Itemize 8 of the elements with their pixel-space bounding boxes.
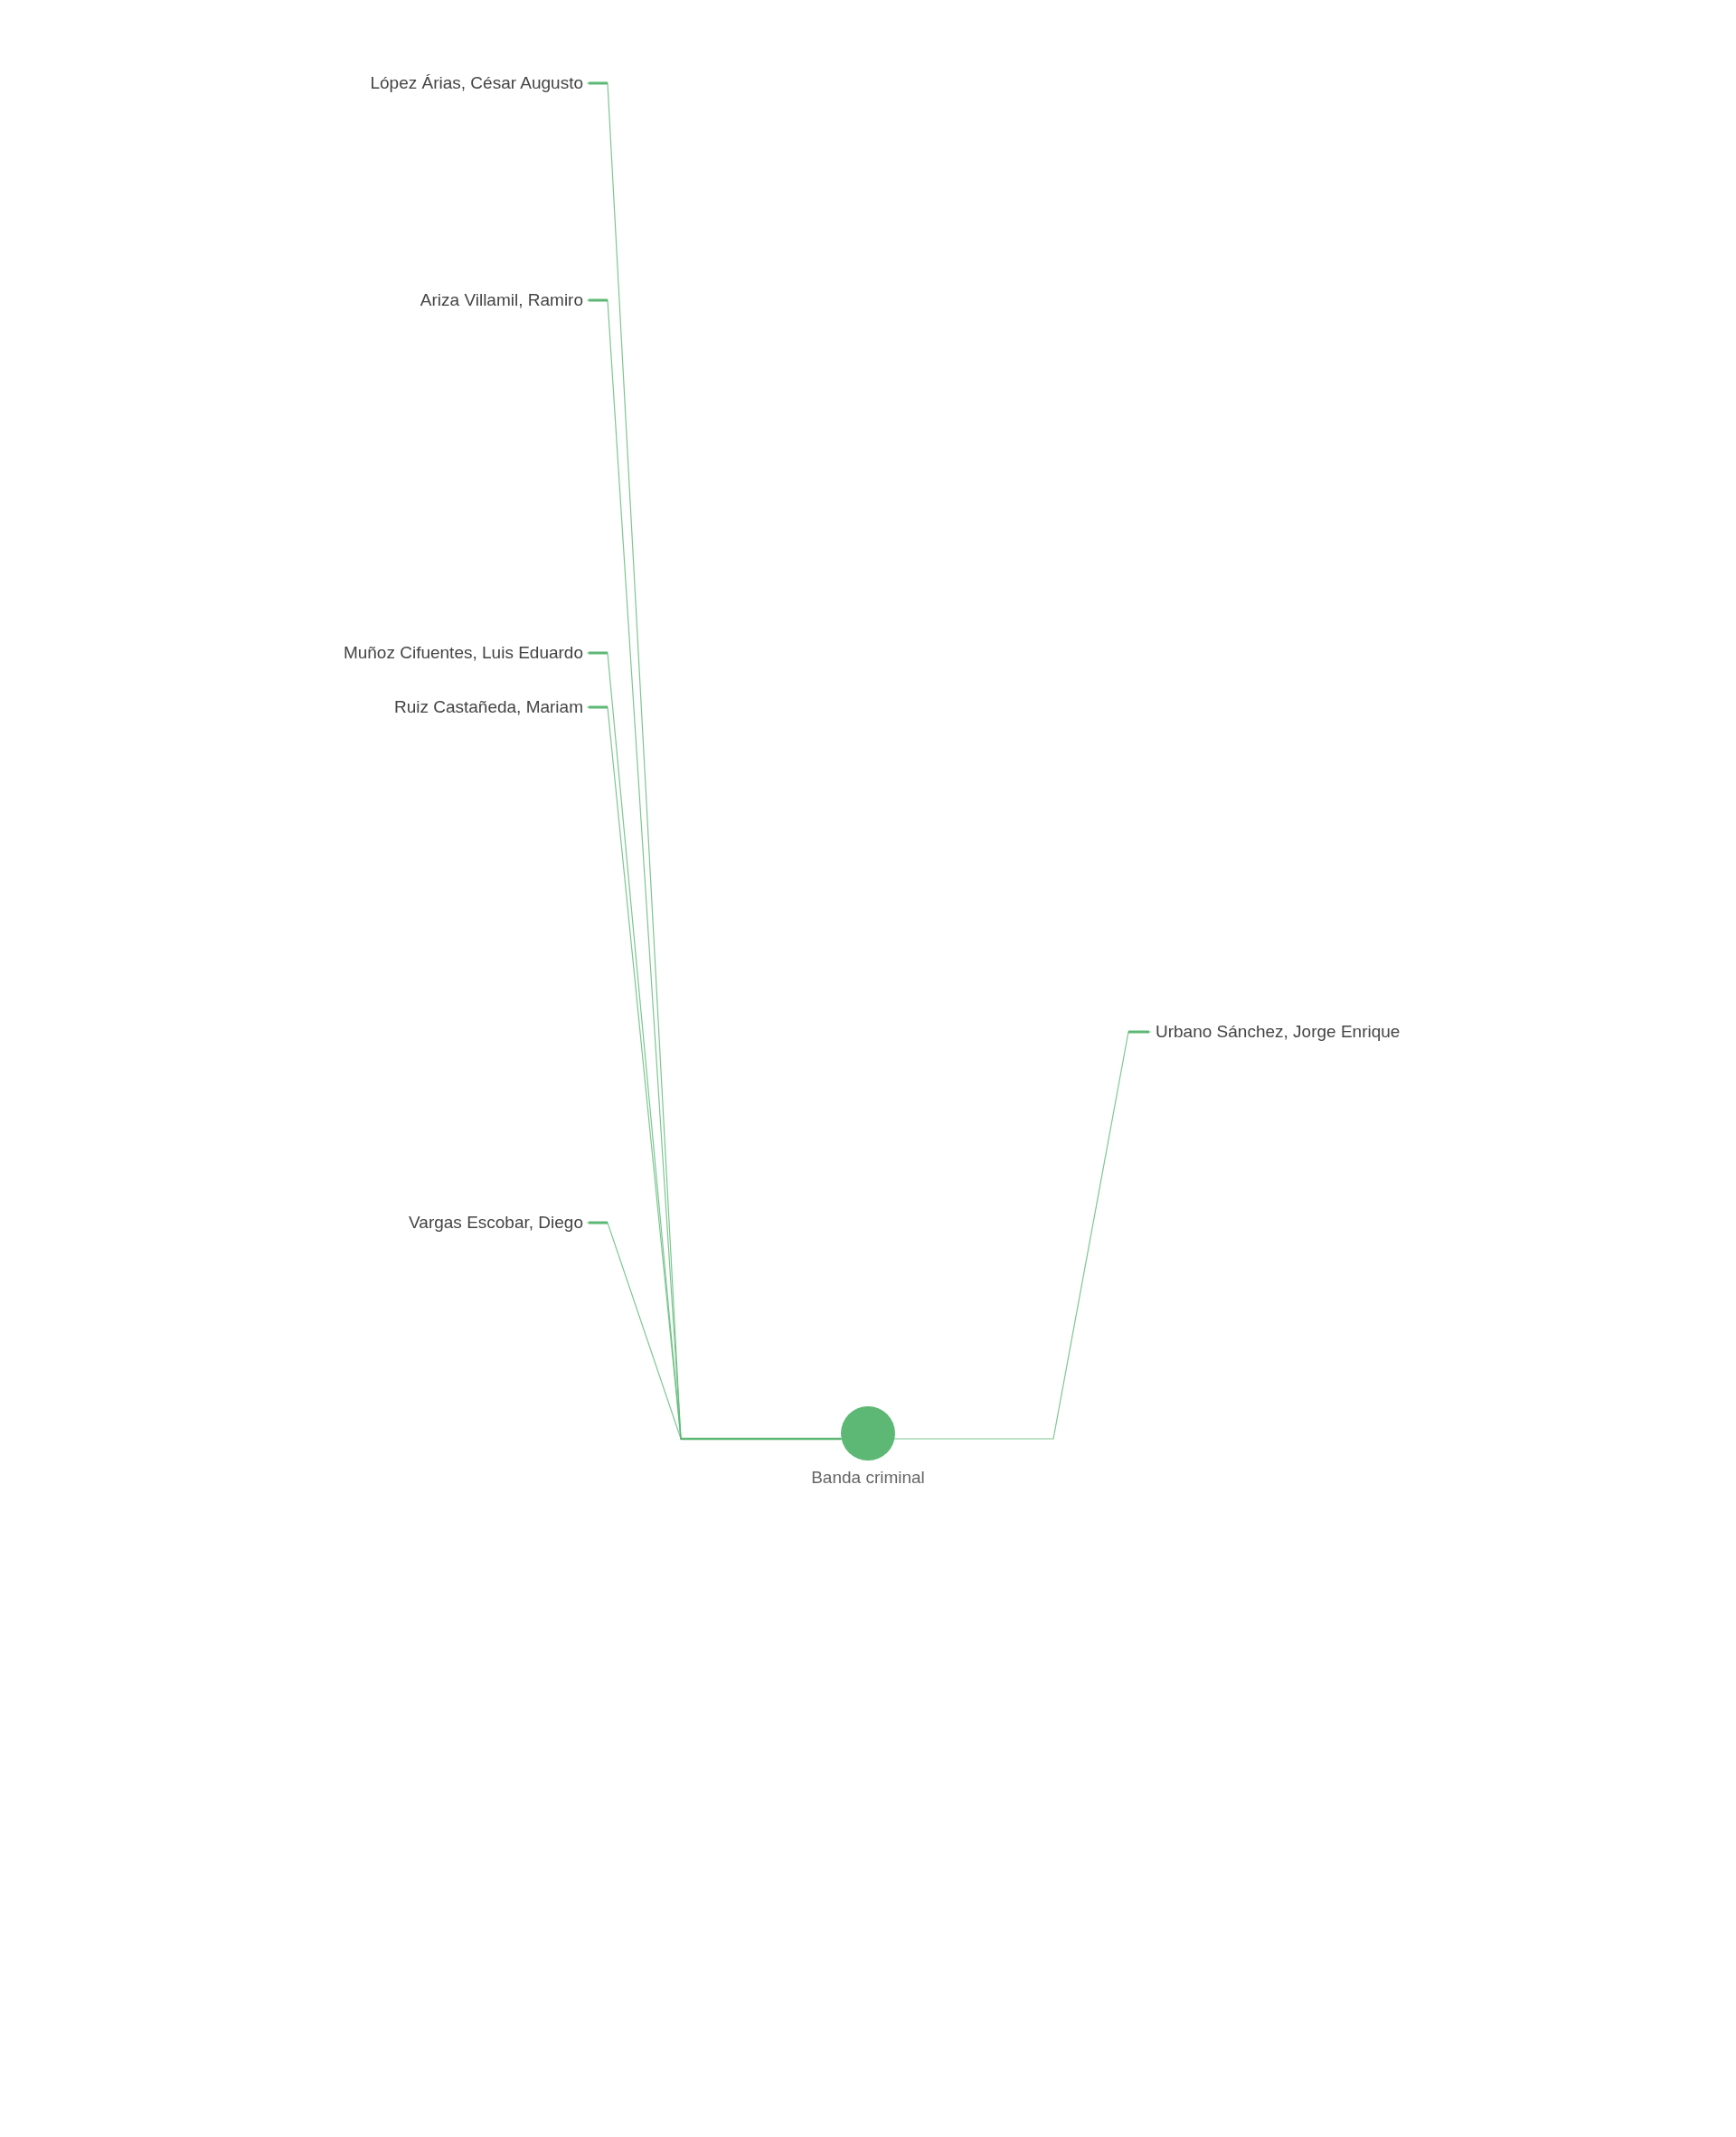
- person-label: Vargas Escobar, Diego: [409, 1212, 583, 1234]
- person-label: Ariza Villamil, Ramiro: [420, 289, 583, 311]
- person-label: Urbano Sánchez, Jorge Enrique: [1156, 1021, 1401, 1043]
- connector-line: [893, 1031, 1152, 1440]
- person-label: López Árias, César Augusto: [370, 72, 583, 94]
- person-label: Muñoz Cifuentes, Luis Eduardo: [343, 642, 583, 664]
- node-label: Banda criminal: [810, 1468, 926, 1488]
- person-label: Ruiz Castañeda, Mariam: [393, 696, 583, 718]
